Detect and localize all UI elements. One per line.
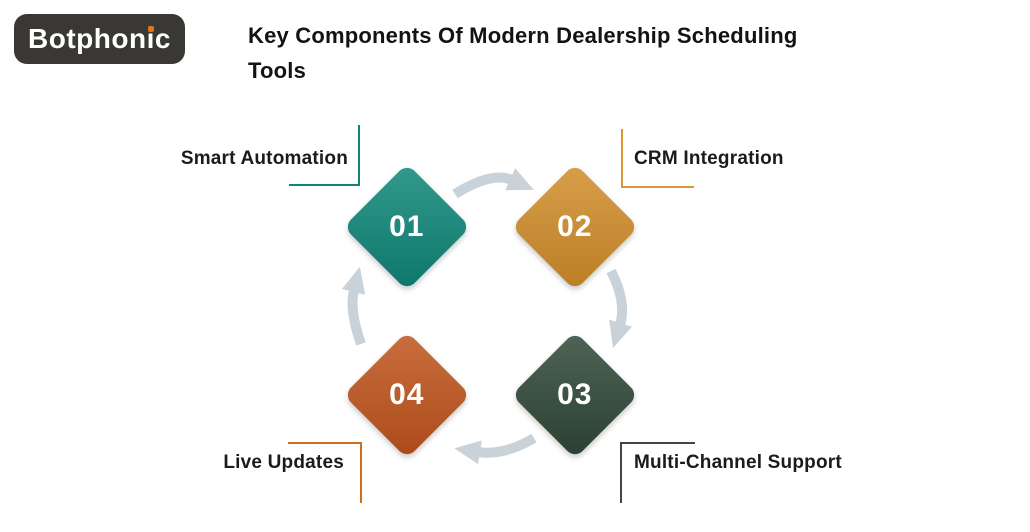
page-title-line1: Key Components Of Modern Dealership Sche… bbox=[248, 23, 798, 48]
arrow-step4-to-step1 bbox=[341, 266, 366, 346]
step-number-03: 03 bbox=[557, 378, 593, 411]
step-label-smart-automation: Smart Automation bbox=[180, 148, 348, 169]
step-bracket-01 bbox=[289, 125, 360, 186]
arrow-step3-to-step4 bbox=[454, 433, 537, 465]
step-bracket-04 bbox=[288, 442, 362, 503]
step-label-crm-integration: CRM Integration bbox=[634, 148, 784, 169]
step-number-04: 04 bbox=[389, 378, 425, 411]
step-number-02: 02 bbox=[557, 210, 593, 243]
arrow-step1-to-step2 bbox=[452, 168, 534, 199]
step-label-live-updates: Live Updates bbox=[223, 452, 344, 473]
step-number-01: 01 bbox=[389, 210, 425, 243]
step-bracket-03 bbox=[620, 442, 695, 503]
logo-text-prefix: Botphon bbox=[28, 23, 147, 54]
page-title: Key Components Of Modern Dealership Sche… bbox=[248, 18, 908, 88]
step-label-multi-channel-support: Multi-Channel Support bbox=[634, 452, 842, 473]
step-bracket-02 bbox=[621, 129, 694, 188]
logo-letter-i: ı bbox=[146, 23, 155, 54]
page-title-line2: Tools bbox=[248, 58, 307, 83]
logo-text-suffix: c bbox=[154, 23, 171, 54]
arrow-step2-to-step3 bbox=[606, 268, 633, 348]
